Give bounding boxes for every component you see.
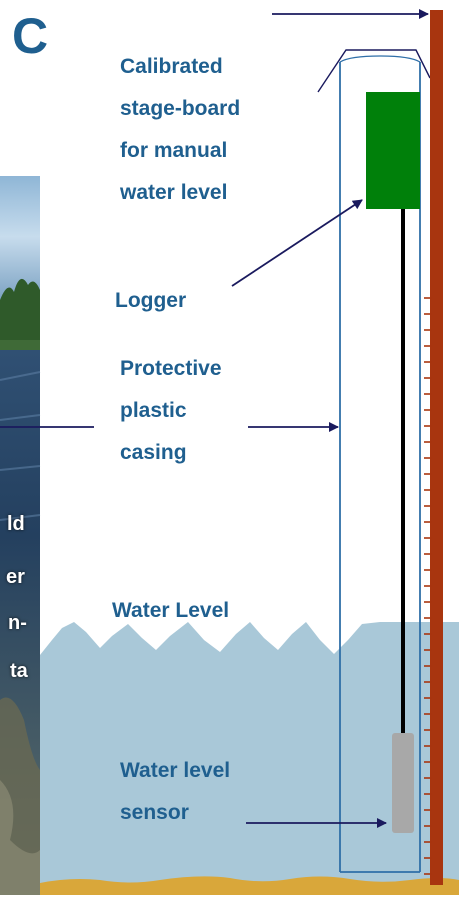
logger-label: Logger — [115, 289, 187, 312]
stage-board-label-line: stage-board — [120, 97, 241, 120]
logger — [366, 92, 420, 209]
casing-label-line: casing — [120, 441, 187, 464]
photo-caption-fragment: n- — [8, 612, 27, 634]
water-body — [40, 622, 459, 895]
photo-caption-fragment: ta — [10, 660, 28, 682]
casing-label-line: plastic — [120, 399, 187, 422]
photo-caption-fragment: er — [6, 566, 25, 588]
stage-board-label-line: Calibrated — [120, 55, 223, 78]
logger-arrow — [231, 199, 363, 287]
stage-board-label: Calibrated stage-board for manual water … — [120, 46, 240, 214]
stage-board — [430, 10, 443, 885]
casing-cap — [317, 49, 431, 93]
photo-caption-fragment: ld — [7, 513, 25, 535]
sensor-label: Water level sensor — [120, 750, 230, 834]
casing-label-line: Protective — [120, 357, 222, 380]
field-photo — [0, 176, 41, 895]
stage-board-label-line: water level — [120, 181, 228, 204]
sediment-layer — [40, 876, 459, 895]
water-level-sensor — [392, 733, 414, 833]
stage-board-ticks — [424, 297, 432, 875]
annotation-arrows — [0, 9, 429, 828]
water-level-label: Water Level — [112, 599, 230, 622]
sensor-label-line: Water level — [120, 759, 231, 782]
casing-label: Protective plastic casing — [120, 348, 222, 474]
panel-letter: C — [12, 8, 49, 64]
stage-board-label-line: for manual — [120, 139, 228, 162]
sensor-label-line: sensor — [120, 801, 189, 824]
